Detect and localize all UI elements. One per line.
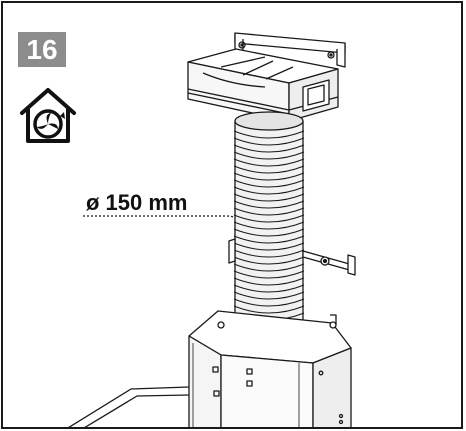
diameter-label: ø 150 mm <box>86 190 188 215</box>
hood-chimney-body <box>188 310 352 427</box>
recirculation-house-icon <box>20 88 76 143</box>
middle-bracket <box>228 238 356 276</box>
duct-corrugations <box>233 130 305 321</box>
step-number-badge: 16 <box>18 32 66 67</box>
duct-adaptor-box <box>187 48 339 122</box>
hood-duct-illustration <box>68 32 356 427</box>
top-bracket <box>234 32 346 68</box>
diameter-leader-line <box>83 215 236 219</box>
hood-canopy-edge <box>68 386 190 427</box>
